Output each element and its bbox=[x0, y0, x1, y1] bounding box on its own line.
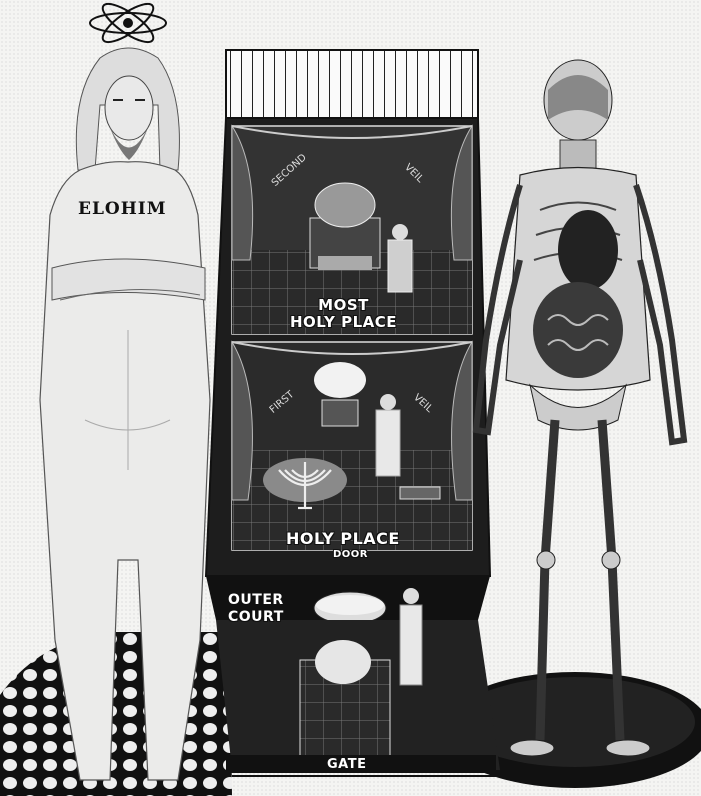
outer-court-line-2: COURT bbox=[228, 609, 284, 626]
most-holy-place-label: MOST HOLY PLACE bbox=[290, 297, 397, 331]
most-holy-place-line-1: MOST bbox=[290, 297, 397, 314]
door-label: DOOR bbox=[333, 549, 368, 560]
elohim-label: ELOHIM bbox=[78, 199, 167, 219]
outer-court-label: OUTER COURT bbox=[228, 592, 284, 626]
anatomy-figure bbox=[476, 60, 684, 756]
tabernacle bbox=[206, 50, 500, 776]
gate-label: GATE bbox=[327, 757, 366, 772]
atom-halo-icon bbox=[90, 0, 166, 48]
holy-place-label: HOLY PLACE bbox=[286, 529, 400, 548]
most-holy-place-line-2: HOLY PLACE bbox=[290, 314, 397, 331]
outer-court-line-1: OUTER bbox=[228, 592, 284, 609]
